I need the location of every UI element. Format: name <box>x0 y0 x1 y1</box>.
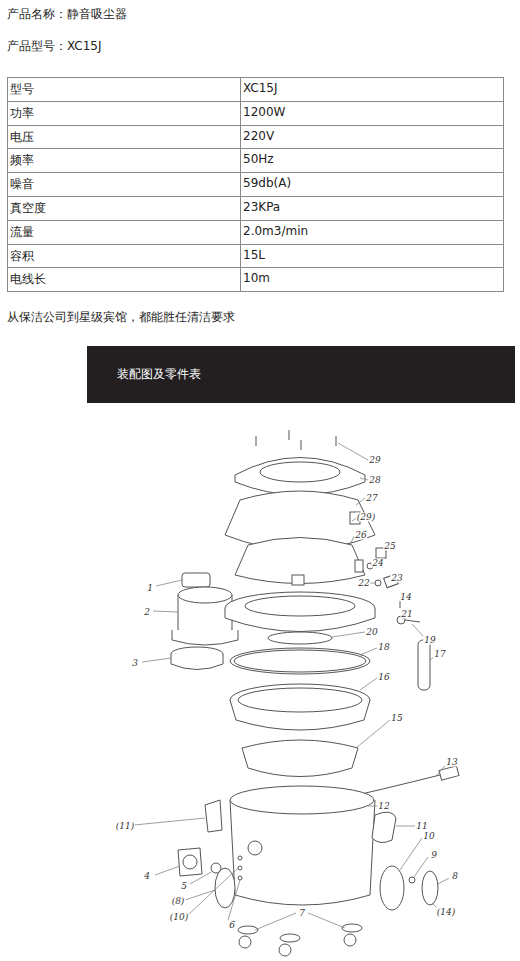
spec-name: 电线长 <box>10 271 46 288</box>
banner-title: 装配图及零件表 <box>117 366 201 383</box>
hub-cap <box>422 871 438 905</box>
spec-name: 型号 <box>10 81 34 98</box>
table-cell <box>240 148 504 173</box>
filter-bag <box>242 740 358 777</box>
casters <box>238 924 362 956</box>
leader-lines <box>134 443 449 930</box>
callout-number: 5 <box>180 882 188 891</box>
callout-number: 8 <box>451 872 459 881</box>
callout-number: 23 <box>390 574 403 583</box>
callout-number: 1 <box>146 584 154 593</box>
filter-disc <box>268 632 332 644</box>
spec-value: XC15J <box>243 81 278 95</box>
callout-number: 2 <box>143 608 151 617</box>
callout-number: (8) <box>171 897 186 906</box>
spec-name: 功率 <box>10 105 34 122</box>
callout-number: (14) <box>436 908 456 917</box>
table-cell <box>240 267 504 292</box>
section-banner: 装配图及零件表 <box>87 346 515 403</box>
table-cell <box>240 125 504 150</box>
spec-value: 15L <box>243 248 265 262</box>
callout-number: 11 <box>415 822 428 831</box>
latch-plate <box>418 640 430 690</box>
table-cell <box>7 101 241 126</box>
handle-clip <box>205 800 222 832</box>
table-cell <box>7 244 241 269</box>
callout-number: 27 <box>365 494 378 503</box>
callout-number: 16 <box>377 673 390 682</box>
inlet <box>178 848 202 876</box>
callout-number: 14 <box>399 593 412 602</box>
callout-number: 19 <box>423 636 436 645</box>
callout-number: 13 <box>445 758 458 767</box>
table-cell <box>7 125 241 150</box>
table-cell <box>7 148 241 173</box>
spec-name: 电压 <box>10 129 34 146</box>
callout-number: 28 <box>368 476 381 485</box>
slogan: 从保洁公司到星级宾馆，都能胜任清洁要求 <box>7 309 235 326</box>
spec-value: 1200W <box>243 105 285 119</box>
table-cell <box>240 77 504 102</box>
table-cell <box>7 172 241 197</box>
spec-value: 59db(A) <box>243 176 291 190</box>
table-cell <box>7 220 241 245</box>
callout-number: 26 <box>354 531 367 540</box>
table-cell <box>7 77 241 102</box>
tank <box>230 800 375 905</box>
callout-number: 22 <box>357 579 370 588</box>
spec-name: 容积 <box>10 248 34 265</box>
callout-number: 3 <box>131 659 139 668</box>
callout-number: 29 <box>368 456 381 465</box>
motor-cap <box>182 573 210 587</box>
spec-value: 2.0m3/min <box>243 224 308 238</box>
callout-number: 17 <box>433 650 446 659</box>
spec-name: 真空度 <box>10 200 46 217</box>
callout-number: 25 <box>383 542 396 551</box>
callout-number: 15 <box>390 714 403 723</box>
callout-number: 9 <box>430 851 438 860</box>
callout-number: 6 <box>228 921 236 930</box>
callout-number: 7 <box>298 909 306 918</box>
callout-number: (10) <box>169 913 189 922</box>
callout-number: 10 <box>422 832 435 841</box>
product-info: 产品型号：XC15J <box>7 38 102 55</box>
callout-number: 20 <box>365 628 378 637</box>
table-cell <box>240 244 504 269</box>
callout-number: 21 <box>400 610 413 619</box>
handle <box>372 812 396 842</box>
gasket <box>230 648 370 674</box>
spec-value: 220V <box>243 129 274 143</box>
callout-number: 4 <box>143 872 151 881</box>
callout-number: 18 <box>377 643 390 652</box>
callout-number: 24 <box>371 559 384 568</box>
callout-number: (29) <box>356 513 376 522</box>
spec-value: 50Hz <box>243 152 274 166</box>
spec-name: 流量 <box>10 224 34 241</box>
callout-number: 12 <box>377 802 390 811</box>
callout-number: (11) <box>115 822 135 831</box>
spec-name: 频率 <box>10 152 34 169</box>
spec-name: 噪音 <box>10 176 34 193</box>
spec-value: 23KPa <box>243 200 280 214</box>
product-info: 产品名称：静音吸尘器 <box>7 6 127 23</box>
top-lid <box>235 458 365 496</box>
spec-value: 10m <box>243 271 270 285</box>
